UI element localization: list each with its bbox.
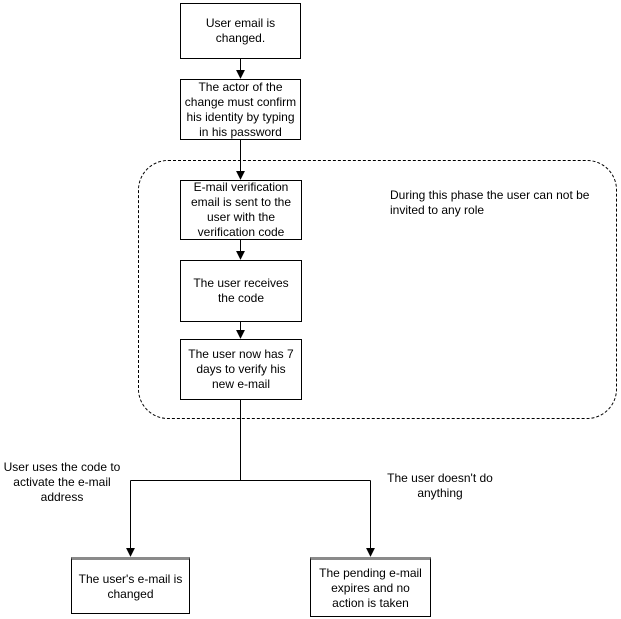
node-actor-confirms-identity: The actor of the change must confirm his… [180, 79, 301, 140]
node-label: The actor of the change must confirm his… [184, 79, 297, 139]
node-user-receives-code: The user receives the code [180, 260, 302, 322]
node-label: E-mail verification email is sent to the… [190, 180, 292, 239]
phase-note-annotation: During this phase the user can not be in… [390, 188, 590, 217]
node-label: The user receives the code [193, 276, 289, 305]
node-verification-email-sent: E-mail verification email is sent to the… [180, 180, 302, 240]
node-label: User email is changed. [205, 16, 276, 45]
node-seven-days-to-verify: The user now has 7 days to verify his ne… [180, 339, 302, 400]
edge-label-no-action: The user doesn't do anything [387, 471, 493, 500]
edge-label-activate-code: User uses the code to activate the e-mai… [3, 460, 121, 504]
node-label: The user's e-mail is changed [78, 571, 183, 601]
node-user-email-changed: User email is changed. [180, 3, 301, 59]
node-label: The pending e-mail expires and no action… [319, 565, 422, 610]
phase-dashed-container [138, 160, 617, 419]
node-user-email-is-changed: The user's e-mail is changed [71, 557, 190, 614]
node-label: The user now has 7 days to verify his ne… [188, 347, 294, 391]
node-pending-email-expires: The pending e-mail expires and no action… [310, 557, 431, 617]
